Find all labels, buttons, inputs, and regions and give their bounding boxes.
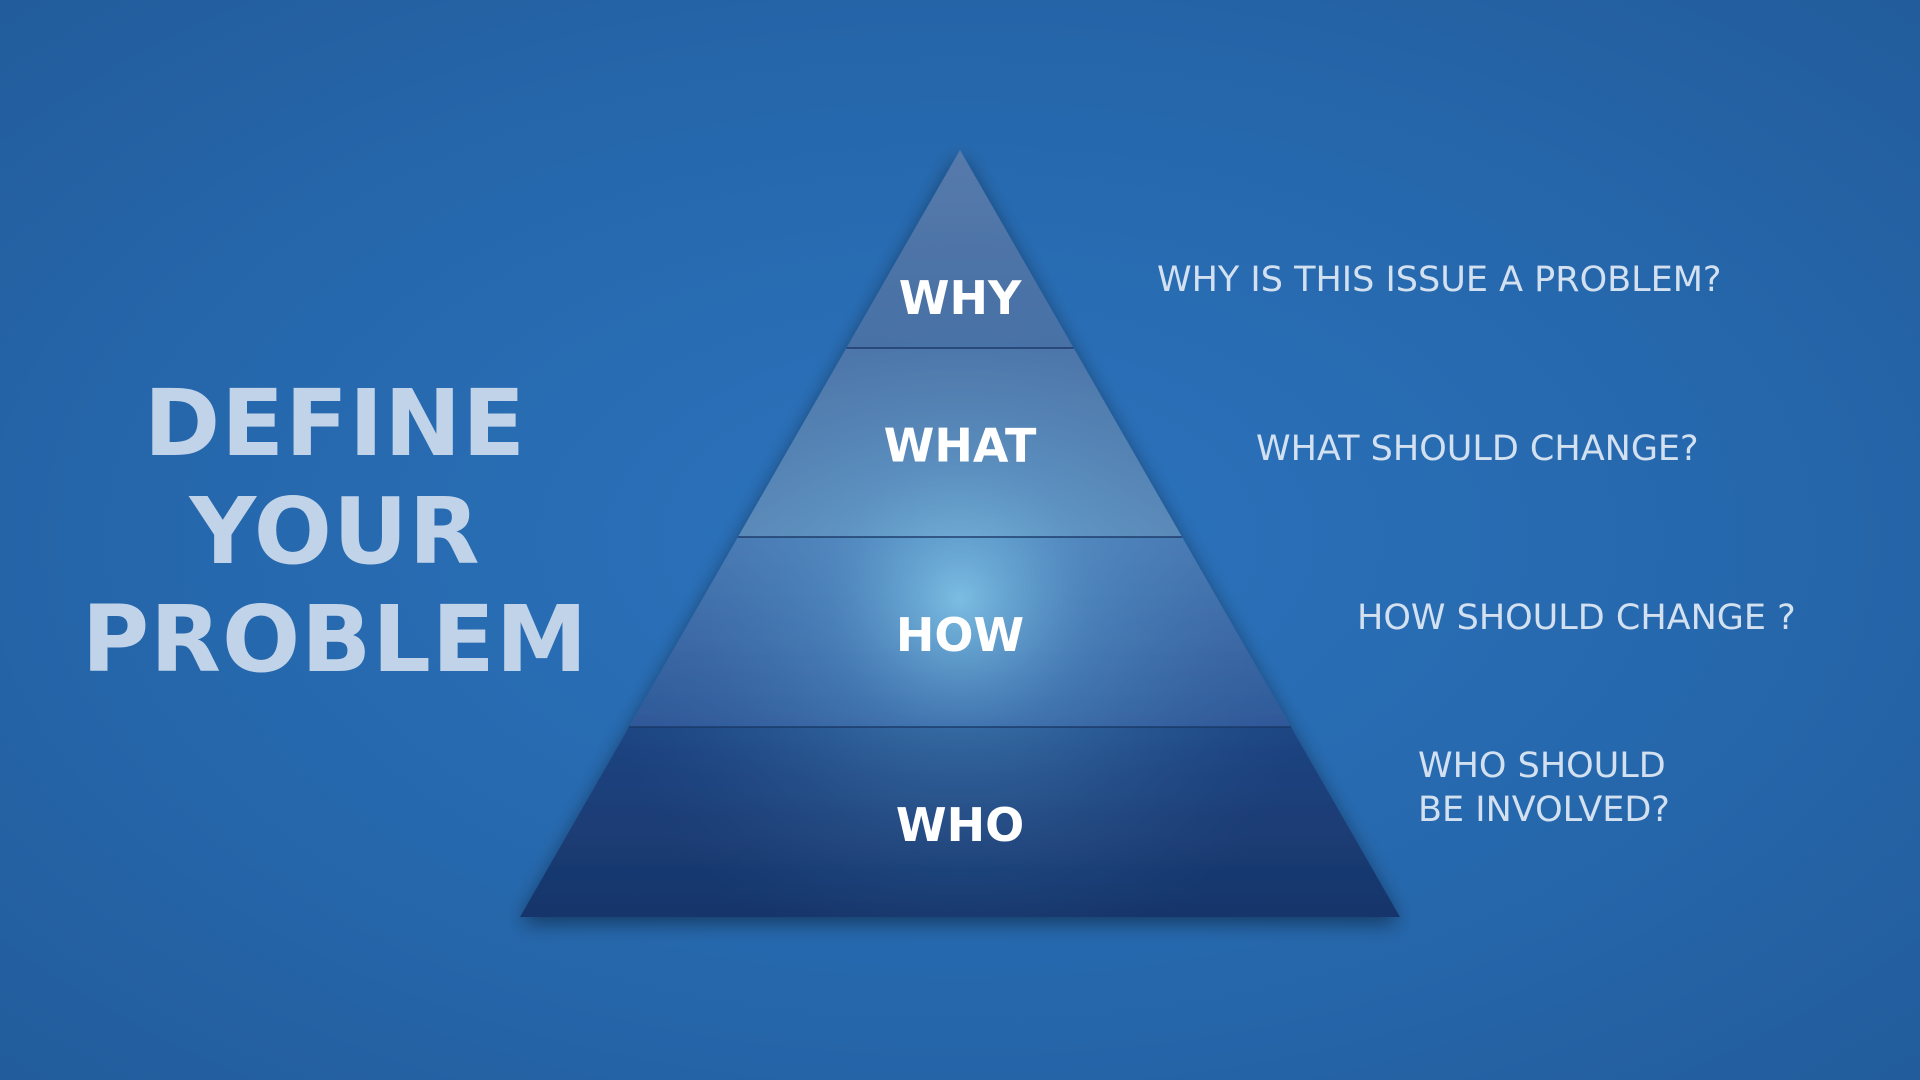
- title-line-2: YOUR: [189, 478, 481, 585]
- question-line: WHO SHOULD: [1418, 746, 1666, 786]
- title-line-3: PROBLEM: [81, 586, 589, 693]
- question-line: HOW SHOULD CHANGE ?: [1357, 598, 1796, 638]
- question-line: WHAT SHOULD CHANGE?: [1256, 429, 1699, 469]
- pyramid-label-who: WHO: [896, 798, 1024, 852]
- page-title: DEFINE YOUR PROBLEM: [70, 370, 600, 694]
- question-why: WHY IS THIS ISSUE A PROBLEM?: [1157, 258, 1722, 302]
- question-how: HOW SHOULD CHANGE ?: [1357, 596, 1796, 640]
- title-line-1: DEFINE: [143, 370, 527, 477]
- pyramid-label-what: WHAT: [884, 419, 1037, 473]
- question-what: WHAT SHOULD CHANGE?: [1256, 427, 1699, 471]
- pyramid-labels: WHY WHAT HOW WHO: [884, 271, 1037, 852]
- question-line: WHY IS THIS ISSUE A PROBLEM?: [1157, 260, 1722, 300]
- pyramid-dividers: [628, 347, 1292, 728]
- pyramid-label-how: HOW: [896, 608, 1024, 662]
- question-line: BE INVOLVED?: [1418, 790, 1670, 830]
- pyramid-label-why: WHY: [899, 271, 1022, 325]
